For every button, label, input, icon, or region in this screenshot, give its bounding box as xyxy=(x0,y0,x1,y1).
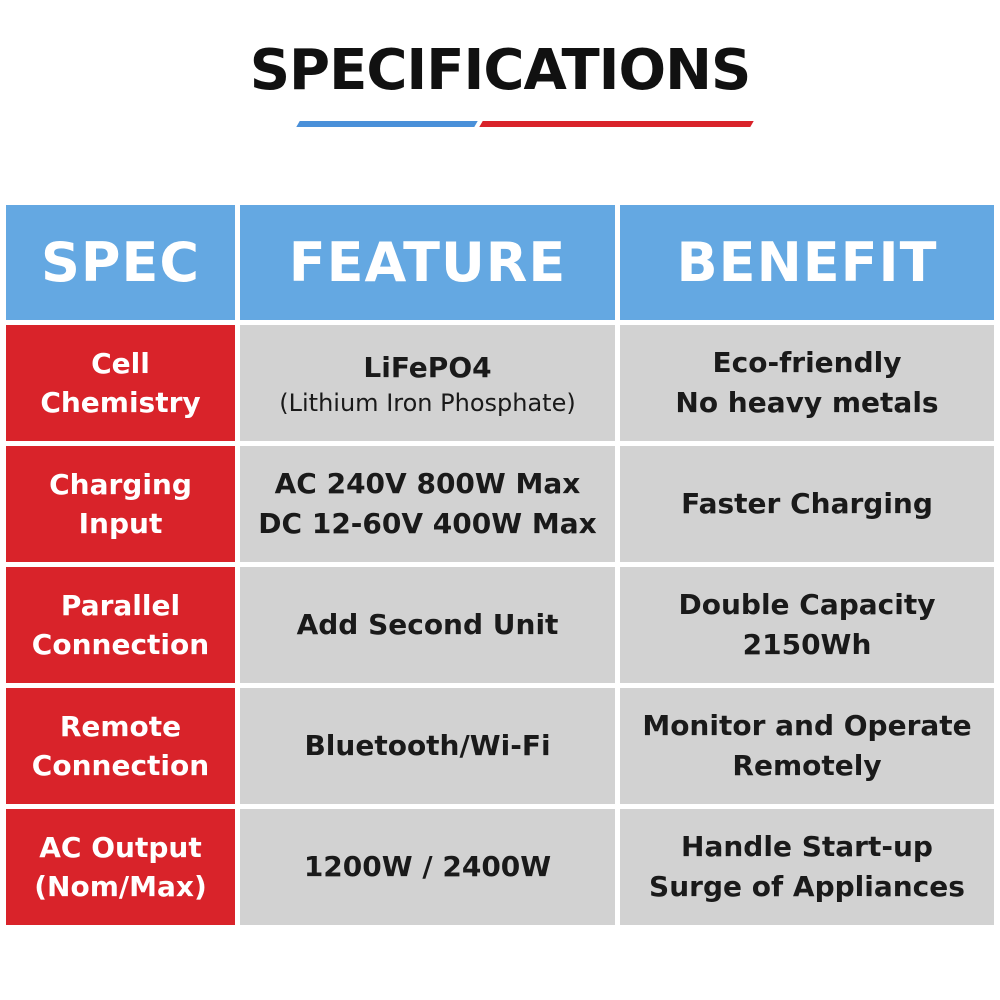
benefit-cell-remote-connection: Monitor and Operate Remotely xyxy=(620,688,994,804)
spec-label-line: Parallel xyxy=(60,589,181,622)
benefit-text: Faster Charging xyxy=(681,487,933,520)
feature-cell-ac-output: 1200W / 2400W xyxy=(240,809,615,925)
feature-text: DC 12-60V 400W Max xyxy=(258,507,597,540)
header-spec: SPEC xyxy=(6,205,235,320)
spec-cell-parallel-connection: Parallel Connection xyxy=(6,567,235,683)
spec-cell-ac-output: AC Output (Nom/Max) xyxy=(6,809,235,925)
benefit-text: Surge of Appliances xyxy=(649,870,965,903)
feature-text: 1200W / 2400W xyxy=(303,850,552,883)
benefit-cell-cell-chemistry: Eco-friendly No heavy metals xyxy=(620,325,994,441)
spec-label-line: Charging xyxy=(49,468,192,501)
feature-subtext: (Lithium Iron Phosphate) xyxy=(279,389,576,417)
feature-text: AC 240V 800W Max xyxy=(274,467,581,500)
spec-table: SPEC FEATURE BENEFIT Cell Chemistry LiFe… xyxy=(6,205,994,925)
benefit-text: Remotely xyxy=(732,749,882,782)
spec-cell-cell-chemistry: Cell Chemistry xyxy=(6,325,235,441)
feature-cell-charging-input: AC 240V 800W Max DC 12-60V 400W Max xyxy=(240,446,615,562)
benefit-text: No heavy metals xyxy=(675,386,939,419)
feature-text: Bluetooth/Wi-Fi xyxy=(304,729,551,762)
benefit-text: 2150Wh xyxy=(742,628,872,661)
benefit-text: Monitor and Operate xyxy=(642,709,972,742)
spec-label-line: Connection xyxy=(31,749,210,782)
benefit-cell-ac-output: Handle Start-up Surge of Appliances xyxy=(620,809,994,925)
feature-text: Add Second Unit xyxy=(296,608,559,641)
spec-label-line: Input xyxy=(78,507,163,540)
feature-cell-cell-chemistry: LiFePO4 (Lithium Iron Phosphate) xyxy=(240,325,615,441)
spec-cell-remote-connection: Remote Connection xyxy=(6,688,235,804)
benefit-text: Double Capacity xyxy=(678,588,936,621)
feature-cell-parallel-connection: Add Second Unit xyxy=(240,567,615,683)
benefit-cell-charging-input: Faster Charging xyxy=(620,446,994,562)
page-title: SPECIFICATIONS xyxy=(249,38,752,103)
header-benefit: BENEFIT xyxy=(620,205,994,320)
benefit-text: Eco-friendly xyxy=(712,346,902,379)
feature-text: LiFePO4 xyxy=(363,351,492,384)
spec-label-line: Connection xyxy=(31,628,210,661)
spec-cell-charging-input: Charging Input xyxy=(6,446,235,562)
spec-label-line: (Nom/Max) xyxy=(34,870,207,903)
feature-cell-remote-connection: Bluetooth/Wi-Fi xyxy=(240,688,615,804)
title-underline-red xyxy=(479,121,754,127)
spec-label-line: Chemistry xyxy=(40,386,201,419)
header-feature: FEATURE xyxy=(240,205,615,320)
spec-label-line: AC Output xyxy=(39,831,202,864)
spec-label-line: Remote xyxy=(59,710,182,743)
title-underline-blue xyxy=(296,121,478,127)
benefit-text: Handle Start-up xyxy=(681,830,933,863)
spec-label-line: Cell xyxy=(91,347,150,380)
benefit-cell-parallel-connection: Double Capacity 2150Wh xyxy=(620,567,994,683)
